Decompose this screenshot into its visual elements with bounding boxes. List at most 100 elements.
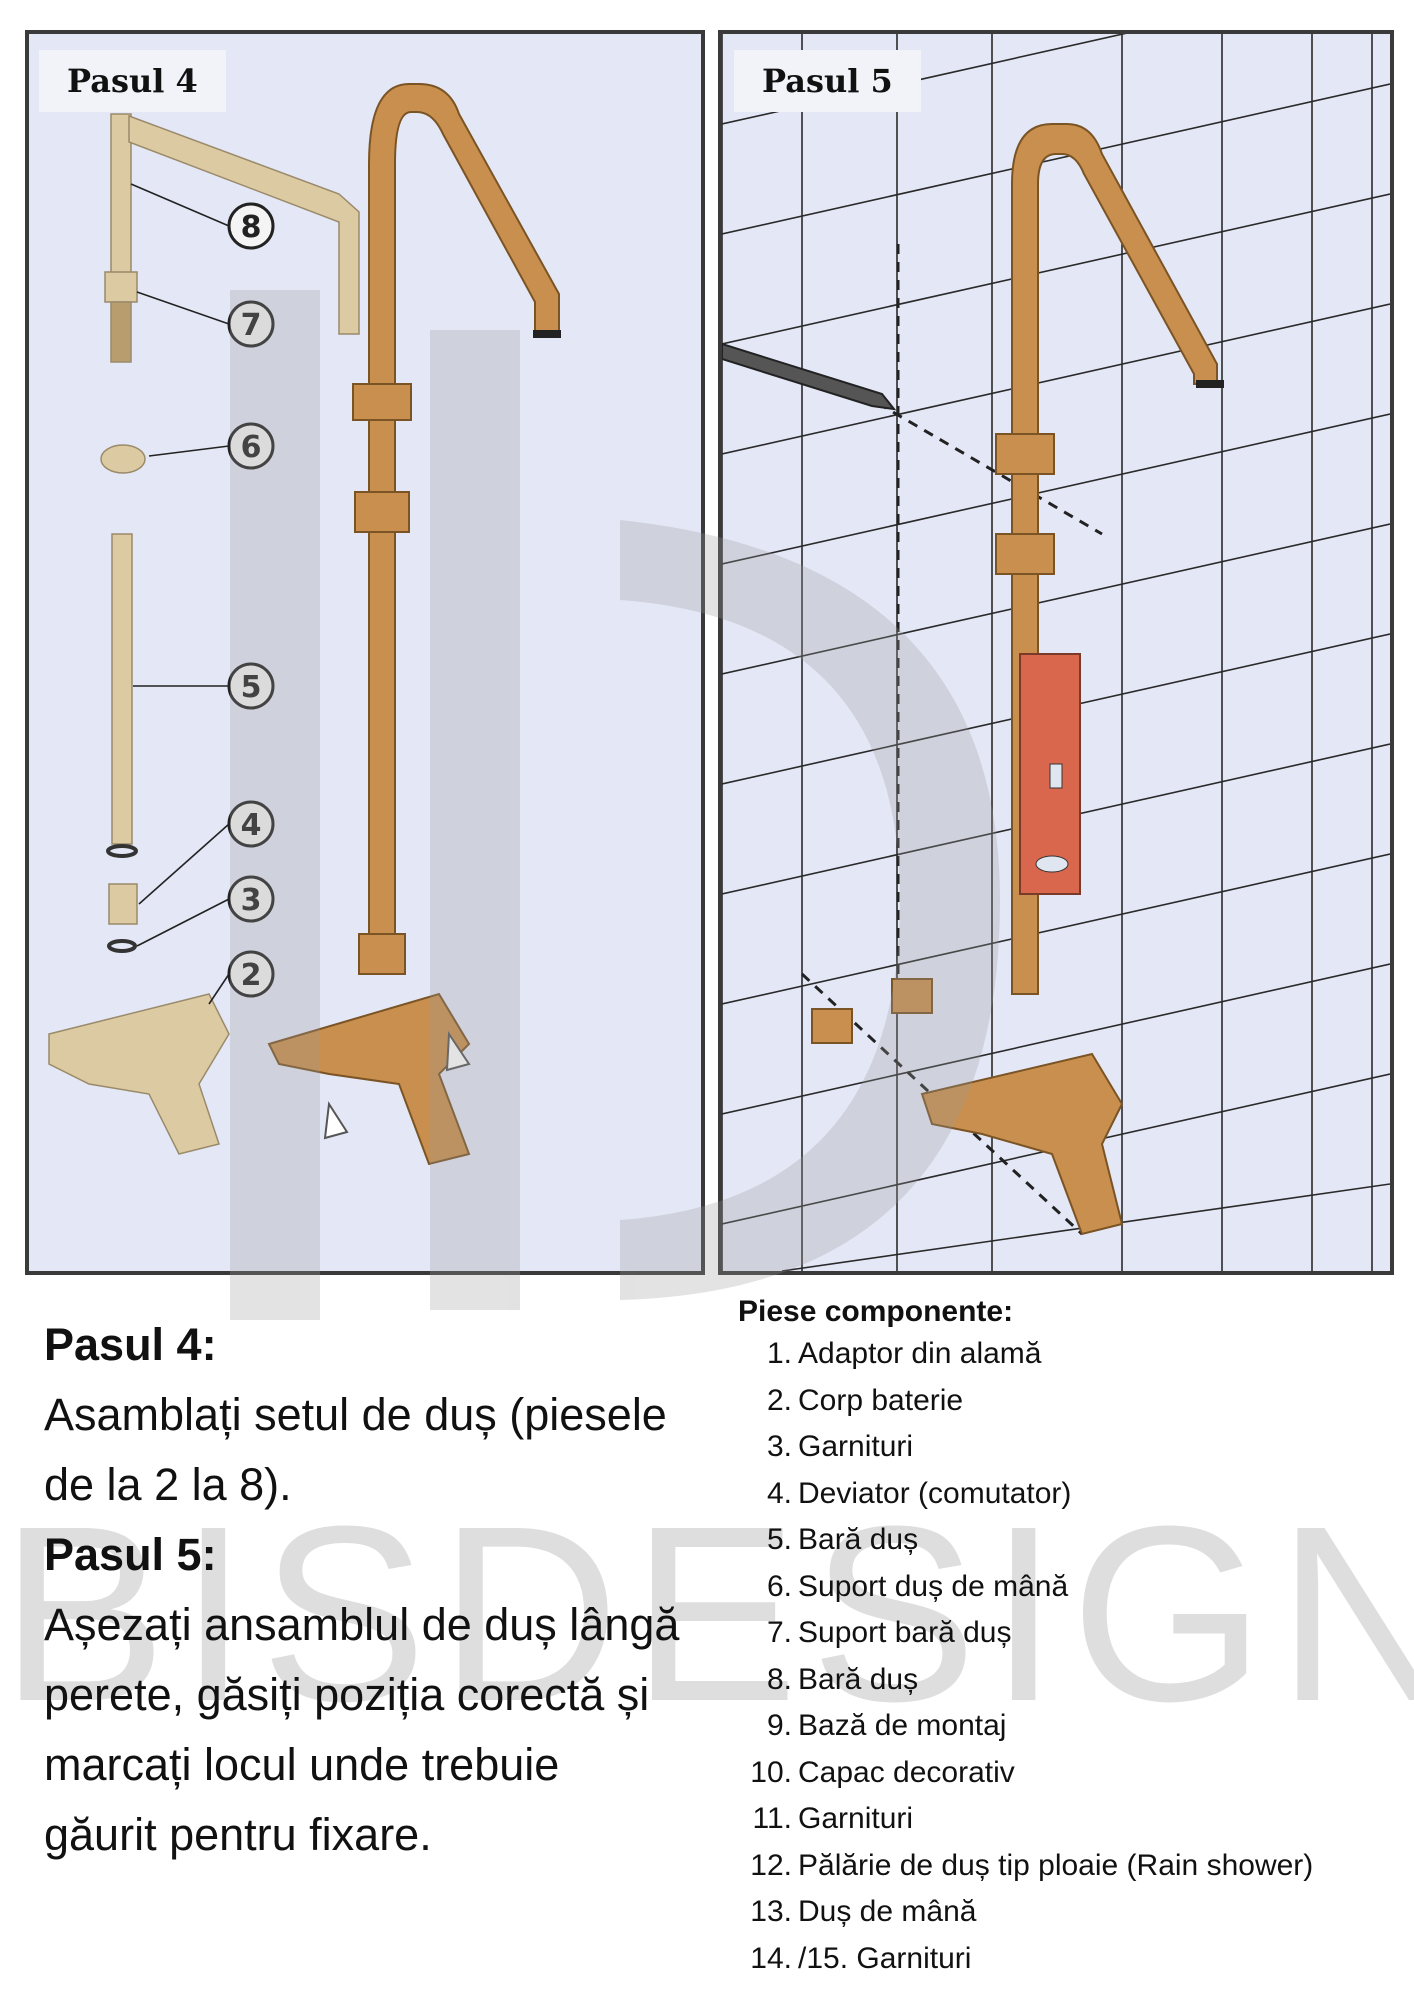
part-number: 3.: [766, 1430, 792, 1464]
part-label: Pălărie de duș tip ploaie (Rain shower): [798, 1848, 1314, 1882]
leader-6: [148, 445, 230, 457]
part-label: Capac decorativ: [798, 1755, 1015, 1789]
arm-outlet-cap: [1196, 380, 1224, 388]
part-label: Bară duș: [798, 1662, 919, 1696]
arm-outlet-cap: [533, 330, 561, 338]
part-label: Duș de mână: [798, 1895, 977, 1929]
part-label: Adaptor din alamă: [798, 1337, 1042, 1371]
wall-bracket-upper: [995, 433, 1055, 475]
callout-7: 7: [227, 300, 275, 348]
svg-text:6: 6: [241, 430, 262, 465]
list-item: 7.Suport bară duș: [738, 1610, 1388, 1657]
exploded-overhead-arm: [128, 114, 360, 335]
svg-text:4: 4: [241, 808, 262, 843]
step5-heading: Pasul 5:: [44, 1529, 217, 1580]
part-label: Suport duș de mână: [798, 1569, 1069, 1603]
step4-illustration-panel: Pasul 4 8 7 6 5 4 3 2: [25, 30, 705, 1275]
list-item: 8.Bară duș: [738, 1657, 1388, 1704]
list-item: 2.Corp baterie: [738, 1378, 1388, 1425]
spirit-level-vial: [1049, 763, 1063, 789]
exploded-mixer-body-2: [48, 993, 230, 1155]
leader-3: [136, 898, 230, 947]
exploded-diverter-4: [108, 883, 138, 925]
assembled-riser-and-arm: [368, 83, 560, 975]
exploded-bar-support-7: [104, 271, 138, 303]
svg-text:3: 3: [241, 883, 262, 918]
list-item: 10.Capac decorativ: [738, 1750, 1388, 1797]
callout-6: 6: [227, 422, 275, 470]
callout-5: 5: [227, 662, 275, 710]
callout-8: 8: [227, 202, 275, 250]
part-number: 8.: [766, 1662, 792, 1696]
mixer-body: [920, 1052, 1124, 1236]
leader-8: [130, 183, 230, 227]
part-label: Garnituri: [798, 1430, 914, 1464]
exploded-shower-bar-top: [110, 113, 132, 285]
leader-7: [136, 291, 230, 325]
list-item: 12.Pălărie de duș tip ploaie (Rain showe…: [738, 1843, 1388, 1890]
part-label: Bază de montaj: [798, 1709, 1007, 1743]
assembled-diverter: [358, 933, 406, 975]
exploded-threaded-end: [110, 301, 132, 363]
exploded-gasket-3: [107, 939, 137, 953]
assembly-instructions: Pasul 4: Asamblați setul de duș (piesele…: [44, 1310, 684, 1870]
svg-text:2: 2: [241, 958, 262, 993]
wall-bracket-middle: [995, 533, 1055, 575]
part-number: 13.: [750, 1895, 792, 1929]
marker-pencil: [722, 342, 897, 411]
step5-text: Așezați ansamblul de duș lângă perete, g…: [44, 1599, 680, 1860]
exploded-gasket-4: [106, 844, 138, 858]
part-number: 1.: [766, 1337, 792, 1371]
part-number: 6.: [766, 1569, 792, 1603]
part-label: Garnituri: [798, 1802, 914, 1836]
callout-4: 4: [227, 800, 275, 848]
list-item: 3.Garnituri: [738, 1424, 1388, 1471]
part-label: Suport bară duș: [798, 1616, 1012, 1650]
part-number: 12.: [750, 1848, 792, 1882]
part-label: Deviator (comutator): [798, 1476, 1072, 1510]
list-item: 5.Bară duș: [738, 1517, 1388, 1564]
spirit-level-bubble: [1035, 855, 1069, 873]
part-number: 9.: [766, 1709, 792, 1743]
part-number: 10.: [750, 1755, 792, 1789]
part-number: 14.: [750, 1941, 792, 1975]
step4-heading: Pasul 4:: [44, 1319, 217, 1370]
right-tap-handle: [445, 1030, 471, 1072]
step5-illustration-panel: Pasul 5: [718, 30, 1394, 1275]
step4-text: Asamblați setul de duș (piesele de la 2 …: [44, 1389, 667, 1510]
svg-text:7: 7: [241, 308, 262, 343]
part-number: 11.: [752, 1802, 792, 1836]
wall-fitting-left: [891, 978, 933, 1014]
assembled-mixer-body: [267, 992, 471, 1166]
list-item: 14./15. Garnituri: [738, 1936, 1388, 1983]
list-item: 4.Deviator (comutator): [738, 1471, 1388, 1518]
left-tap-handle: [323, 1101, 349, 1140]
assembled-bar-support: [352, 383, 412, 421]
list-item: 6.Suport duș de mână: [738, 1564, 1388, 1611]
exploded-shower-bar-5: [111, 533, 133, 845]
list-item: 11.Garnituri: [738, 1796, 1388, 1843]
callout-3: 3: [227, 875, 275, 923]
svg-text:8: 8: [241, 210, 262, 245]
exploded-handshower-holder-6: [100, 444, 146, 474]
list-item: 9.Bază de montaj: [738, 1703, 1388, 1750]
part-number: 4.: [766, 1476, 792, 1510]
list-item: 1.Adaptor din alamă: [738, 1331, 1388, 1378]
step4-exploded-diagram: 8 7 6 5 4 3 2: [48, 83, 561, 1166]
svg-text:5: 5: [241, 670, 262, 705]
callout-2: 2: [227, 950, 275, 998]
step4-panel-label: Pasul 4: [39, 50, 226, 112]
leader-2: [208, 973, 230, 1005]
wall-fitting-right: [811, 1008, 853, 1044]
leader-4: [138, 823, 230, 905]
part-number: 5.: [766, 1523, 792, 1557]
part-label: Corp baterie: [798, 1383, 964, 1417]
list-item: 13.Duș de mână: [738, 1889, 1388, 1936]
parts-list-title: Piese componente:: [738, 1295, 1014, 1328]
assembled-handshower-holder: [354, 491, 410, 533]
step5-panel-label: Pasul 5: [734, 50, 921, 112]
part-number: 7.: [766, 1616, 792, 1650]
step5-wall-marking-diagram: [722, 34, 1390, 1271]
part-label: /15. Garnituri: [798, 1941, 972, 1975]
